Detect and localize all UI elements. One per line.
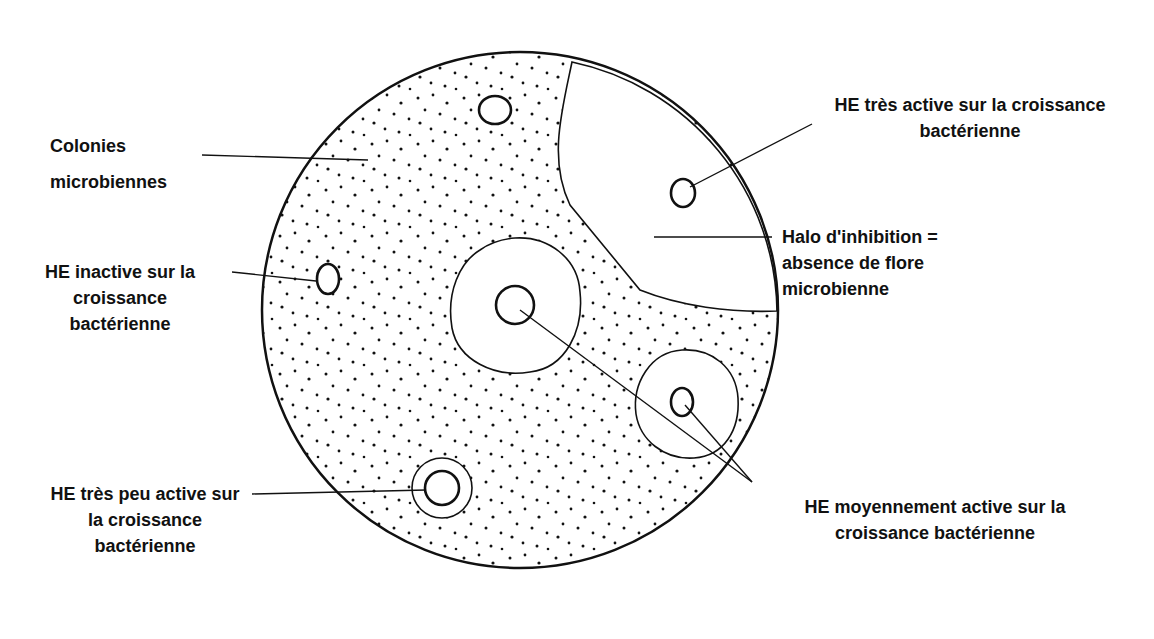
leader-line <box>520 310 752 482</box>
paper-disk <box>671 179 695 207</box>
callout-label: HE très peu active sur la croissance bac… <box>45 481 245 559</box>
paper-disk <box>317 264 339 294</box>
paper-disk <box>496 286 534 324</box>
leader-line <box>685 405 752 482</box>
callout-label: Halo d'inhibition = absence de flore mic… <box>782 224 1002 302</box>
inhibition-halo <box>451 238 581 373</box>
leader-line <box>232 272 316 281</box>
leader-line <box>654 236 772 237</box>
bacterial-lawn <box>262 52 778 568</box>
inhibition-halo <box>412 458 472 518</box>
leader-line <box>690 124 812 187</box>
leader-line <box>202 155 368 160</box>
petri-dish-outline <box>262 52 778 568</box>
inhibition-halo <box>635 350 738 458</box>
paper-disk <box>425 471 459 505</box>
callout-label: Colonies microbiennes <box>50 128 200 200</box>
callout-label: HE inactive sur la croissance bactérienn… <box>20 259 220 337</box>
callout-label: HE moyennement active sur la croissance … <box>765 494 1105 546</box>
callout-label: HE très active sur la croissance bactéri… <box>820 92 1120 144</box>
paper-disk <box>479 96 511 124</box>
leader-line <box>252 490 426 494</box>
paper-disk <box>671 388 693 416</box>
